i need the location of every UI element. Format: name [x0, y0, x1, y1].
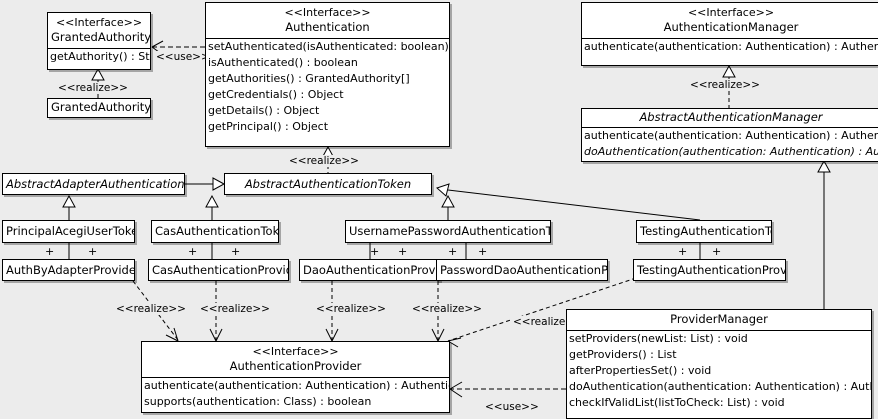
realize-label-grantedauthorityimpl: <<realize>> [57, 82, 129, 94]
class-box-testing-authentication-token[interactable]: TestingAuthenticationToken [636, 220, 772, 243]
class-name: AbstractAdapterAuthenticationToken [6, 177, 185, 191]
operation: authenticate(authentication: Authenticat… [584, 129, 878, 142]
class-name: UsernamePasswordAuthenticationToken [349, 224, 551, 238]
multiplicity-marker: + [398, 245, 408, 258]
operation: supports(authentication: Class) : boolea… [144, 395, 372, 408]
multiplicity-marker: + [188, 245, 198, 258]
realize-label-authbyadapterprovider: <<realize>> [115, 303, 187, 315]
class-name: AbstractAuthenticationManager [639, 110, 823, 124]
multiplicity-marker: + [478, 245, 488, 258]
class-box-dao-authentication-provider[interactable]: DaoAuthenticationProvider [299, 259, 440, 281]
class-operations: authenticate(authentication: Authenticat… [582, 39, 878, 55]
class-box-abstract-adapter-authentication-token[interactable]: AbstractAdapterAuthenticationToken [2, 173, 185, 195]
class-divider [48, 48, 150, 49]
class-header: ProviderManager [567, 310, 871, 330]
operation: getPrincipal() : Object [208, 120, 329, 133]
class-box-testing-authentication-provider[interactable]: TestingAuthenticationProvider [633, 259, 786, 281]
class-name: GrantedAuthority [51, 30, 151, 44]
class-operations: setProviders(newList: List) : void getPr… [567, 331, 871, 411]
operation: getProviders() : List [569, 348, 677, 361]
class-name: TestingAuthenticationToken [640, 224, 771, 238]
class-divider [142, 377, 449, 378]
multiplicity-marker: + [88, 245, 98, 258]
class-name: TestingAuthenticationProvider [637, 263, 786, 277]
class-header: <<Interface>> GrantedAuthority [48, 13, 150, 48]
operation: authenticate(authentication: Authenticat… [584, 40, 878, 53]
class-divider [206, 38, 449, 39]
operation: getAuthorities() : GrantedAuthority[] [208, 72, 410, 85]
operation: getAuthority() : String [50, 50, 150, 63]
class-operations: setAuthenticated(isAuthenticated: boolea… [206, 39, 449, 135]
class-box-username-password-authentication-token[interactable]: UsernamePasswordAuthenticationToken [345, 220, 551, 243]
class-operations: getAuthority() : String [48, 49, 150, 65]
class-stereotype: <<Interface>> [284, 6, 371, 19]
operation: setAuthenticated(isAuthenticated: boolea… [208, 40, 449, 53]
class-divider [582, 38, 878, 39]
class-name: AuthenticationProvider [229, 359, 362, 373]
class-box-authentication[interactable]: <<Interface>> Authentication setAuthenti… [205, 2, 450, 147]
multiplicity-marker: + [45, 245, 55, 258]
class-name: ProviderManager [670, 312, 768, 326]
class-stereotype: <<Interface>> [55, 16, 143, 29]
class-name: DaoAuthenticationProvider [303, 263, 439, 277]
class-box-authentication-provider[interactable]: <<Interface>> AuthenticationProvider aut… [141, 341, 450, 413]
class-stereotype: <<Interface>> [252, 345, 339, 358]
realize-label-testingauthenticationprovider: <<realize>> [512, 316, 584, 328]
realize-label-daoauthenticationprovider: <<realize>> [315, 303, 387, 315]
class-name: PrincipalAcegiUserToken [6, 224, 135, 238]
class-name: AuthenticationManager [663, 20, 799, 34]
class-box-principal-acegi-user-token[interactable]: PrincipalAcegiUserToken [2, 220, 135, 243]
multiplicity-marker: + [448, 245, 458, 258]
class-box-authentication-manager[interactable]: <<Interface>> AuthenticationManager auth… [581, 2, 878, 66]
class-header: AbstractAuthenticationManager [582, 109, 878, 127]
class-name: AbstractAuthenticationToken [244, 177, 412, 191]
class-box-provider-manager[interactable]: ProviderManager setProviders(newList: Li… [566, 309, 872, 419]
multiplicity-marker: + [712, 245, 722, 258]
operation: getDetails() : Object [208, 104, 320, 117]
multiplicity-marker: + [370, 245, 380, 258]
realize-label-casauthenticationprovider: <<realize>> [199, 303, 271, 315]
class-name: CasAuthenticationToken [155, 224, 279, 238]
operation: afterPropertiesSet() : void [569, 364, 712, 377]
realize-label-passworddaoauthenticationprovider: <<realize>> [411, 303, 483, 315]
operation: setProviders(newList: List) : void [569, 332, 748, 345]
class-operations: authenticate(authentication: Authenticat… [142, 378, 449, 410]
operation: getCredentials() : Object [208, 88, 344, 101]
operation: authenticate(authentication: Authenticat… [144, 379, 449, 392]
class-name: GrantedAuthorityImpl [51, 100, 151, 114]
class-box-cas-authentication-provider[interactable]: CasAuthenticationProvider [148, 259, 289, 281]
operation: isAuthenticated() : boolean [208, 56, 358, 69]
class-header: <<Interface>> Authentication [206, 3, 449, 38]
class-stereotype: <<Interface>> [687, 6, 775, 19]
use-label-authentication-grantedauthority: <<use>> [155, 51, 211, 63]
class-box-abstract-authentication-manager[interactable]: AbstractAuthenticationManager authentica… [581, 108, 878, 162]
class-name: PasswordDaoAuthenticationProvider [440, 263, 608, 277]
class-divider [582, 127, 878, 128]
operation: doAuthentication(authentication: Authent… [584, 145, 878, 158]
class-name: CasAuthenticationProvider [152, 263, 288, 277]
class-box-password-dao-authentication-provider[interactable]: PasswordDaoAuthenticationProvider [436, 259, 608, 281]
class-box-cas-authentication-token[interactable]: CasAuthenticationToken [151, 220, 279, 243]
class-header: <<Interface>> AuthenticationManager [582, 3, 878, 38]
class-name: AuthByAdapterProvider [6, 263, 135, 277]
operation: checkIfValidList(listToCheck: List) : vo… [569, 396, 785, 409]
class-divider [567, 330, 871, 331]
operation: doAuthentication(authentication: Authent… [569, 380, 871, 393]
use-label-providermanager-authenticationprovider: <<use>> [484, 401, 540, 413]
realize-label-abstract-authentication-manager: <<realize>> [689, 79, 761, 91]
class-box-abstract-authentication-token[interactable]: AbstractAuthenticationToken [224, 173, 432, 195]
class-operations: authenticate(authentication: Authenticat… [582, 128, 878, 160]
multiplicity-marker: + [231, 245, 241, 258]
class-header: <<Interface>> AuthenticationProvider [142, 342, 449, 377]
class-box-auth-by-adapter-provider[interactable]: AuthByAdapterProvider [2, 259, 135, 281]
multiplicity-marker: + [678, 245, 688, 258]
class-name: Authentication [285, 20, 370, 34]
realize-label-abstract-authentication-token: <<realize>> [288, 155, 360, 167]
class-box-granted-authority[interactable]: <<Interface>> GrantedAuthority getAuthor… [47, 12, 151, 70]
class-box-granted-authority-impl[interactable]: GrantedAuthorityImpl [47, 98, 151, 118]
